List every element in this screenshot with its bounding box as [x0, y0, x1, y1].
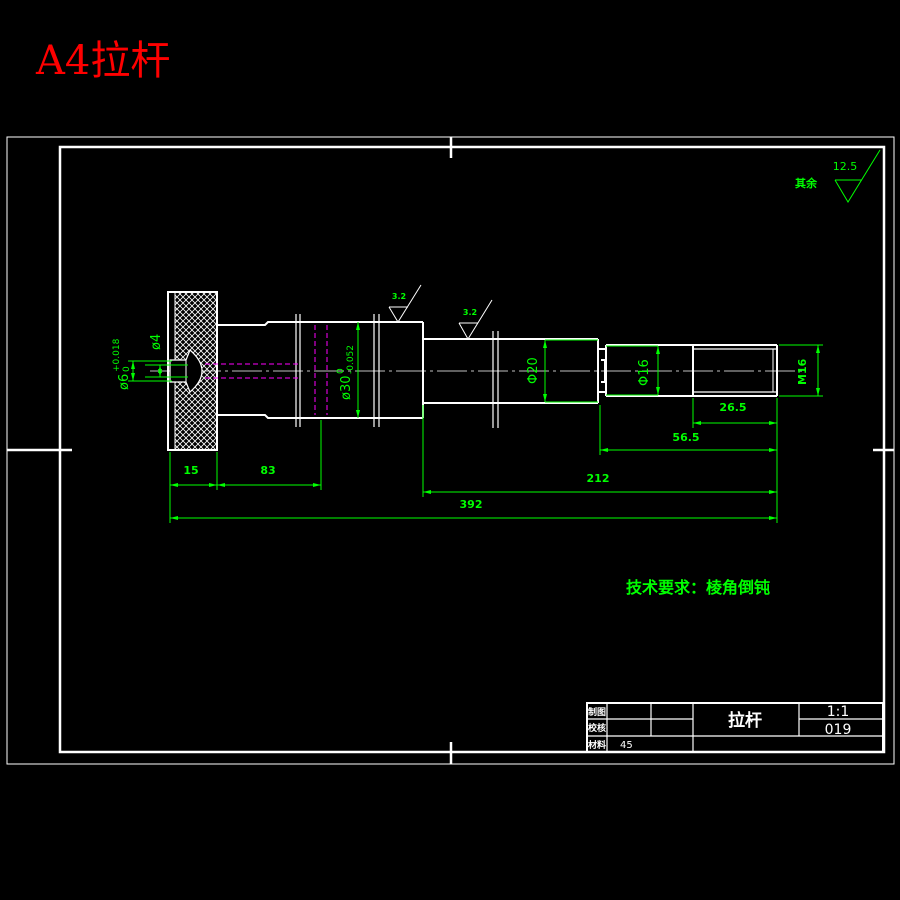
part-outline: [217, 321, 778, 419]
section-d30-top: [217, 321, 423, 326]
dim-83: 83: [260, 464, 275, 477]
roughness-symbol-2: [458, 299, 493, 340]
tb-scale: 1:1: [827, 704, 850, 720]
tb-part-name: 拉杆: [728, 710, 762, 731]
tb-material: 45: [620, 740, 633, 751]
dim-56-5: 56.5: [672, 431, 699, 444]
roughness-general-label: 其余: [795, 176, 818, 190]
tb-checked-label: 校核: [588, 722, 606, 734]
dim-d30-lower-tol: -0.052: [346, 345, 356, 374]
dim-d6-upper-tol: +0.018: [112, 338, 122, 372]
hidden-lines: [205, 325, 328, 415]
tb-drawn-label: 制图: [588, 706, 606, 718]
title-block: 制图 校核 材料 45 拉杆 1:1 019: [586, 702, 884, 753]
dim-d6-lower-tol: 0: [122, 366, 132, 372]
section-d30-bottom: [217, 414, 423, 419]
dim-d4: ø4: [149, 334, 164, 350]
technical-requirement: 技术要求：棱角倒钝: [626, 578, 770, 597]
title-block-border: [586, 702, 884, 753]
dim-d30-main: ø30: [339, 376, 354, 401]
roughness-symbol: [834, 149, 881, 203]
tb-material-label: 材料: [587, 739, 606, 751]
drawing-frame: [6, 136, 895, 765]
dim-d16: Φ16: [637, 359, 652, 386]
roughness-value-2: 3.2: [463, 308, 477, 317]
roughness-symbol-1: [388, 284, 422, 323]
dim-15: 15: [183, 464, 198, 477]
head-outline: [167, 291, 218, 451]
dim-m16: M16: [796, 358, 809, 385]
roughness-general-value: 12.5: [833, 160, 858, 173]
dim-d20: Φ20: [526, 357, 541, 384]
roughness-value-1: 3.2: [392, 292, 406, 301]
knurled-head: [167, 291, 218, 451]
dim-d30-upper-tol: 0: [336, 368, 346, 374]
title-block-grid: [586, 702, 884, 753]
break-lines: [295, 314, 499, 428]
sheet-title: A4拉杆: [35, 38, 170, 84]
tb-drawing-no: 019: [825, 722, 852, 738]
general-roughness: 其余 12.5: [795, 149, 881, 203]
roughness-marks: [388, 284, 493, 340]
dim-26-5: 26.5: [719, 401, 746, 414]
title-block-texts: 制图 校核 材料 45 拉杆 1:1 019: [587, 704, 851, 751]
dimension-texts: 15 83 212 392 56.5 26.5 ø4 ø6 +0.018 0 ø…: [112, 334, 809, 511]
dim-392: 392: [460, 498, 483, 511]
dim-d6-main: ø6: [117, 374, 132, 390]
dim-212: 212: [587, 472, 610, 485]
dimension-lines: [128, 322, 823, 523]
